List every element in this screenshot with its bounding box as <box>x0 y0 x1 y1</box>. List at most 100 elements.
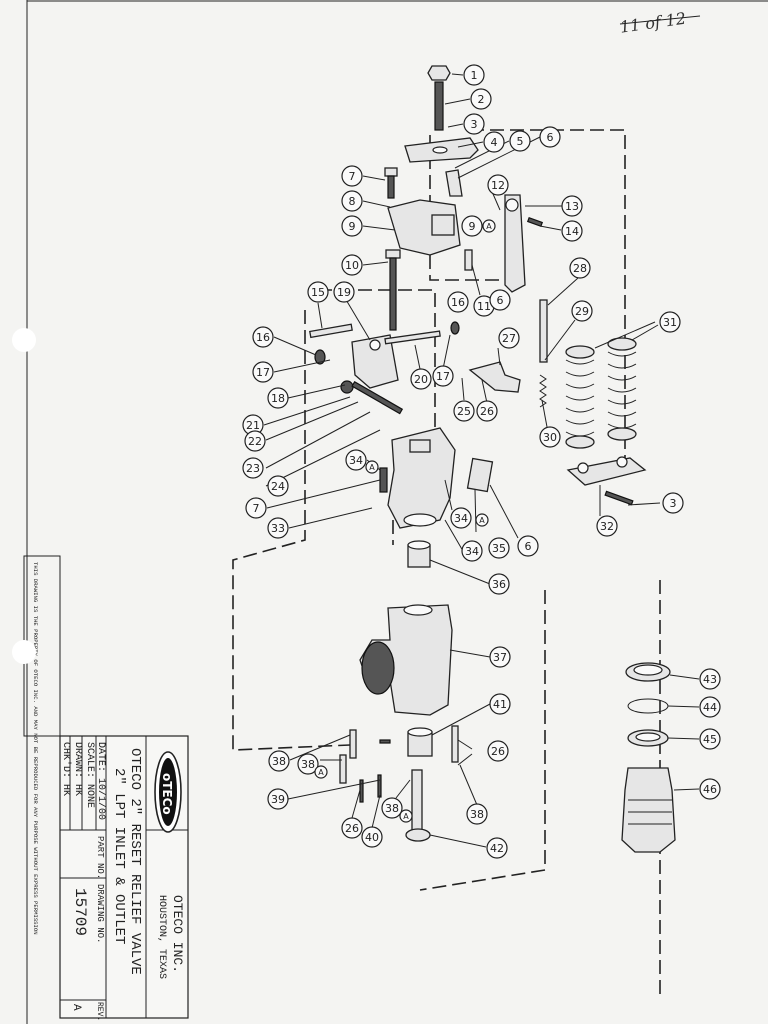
scale-field: SCALE: NONE <box>84 742 95 808</box>
callout-7b: 7 <box>245 497 267 519</box>
callout-label: 13 <box>565 200 579 213</box>
punch-hole <box>12 328 36 352</box>
callout-label: 11 <box>477 300 491 313</box>
callout-29: 29 <box>571 300 593 322</box>
callout-35: 35 <box>488 537 510 559</box>
callout-26c: 26 <box>341 817 363 839</box>
callout-label: 27 <box>502 332 516 345</box>
callout-label: 14 <box>565 225 579 238</box>
sub-marker-label: A <box>479 516 485 525</box>
drawing-number: 15709 <box>71 888 89 936</box>
callout-38a: 38 <box>268 750 290 772</box>
stem-21-24 <box>340 380 404 415</box>
callout-17a: 17 <box>252 361 274 383</box>
callout-27: 27 <box>498 327 520 349</box>
callout-label: 6 <box>547 131 554 144</box>
callout-label: 16 <box>256 331 270 344</box>
callout-6c: 6 <box>517 535 539 557</box>
callout-label: 24 <box>271 480 285 493</box>
callout-8: 8 <box>341 190 363 212</box>
callout-44: 44 <box>699 696 721 718</box>
title-block: oTECo OTECO INC. HOUSTON, TEXAS OTECO 2"… <box>59 735 189 1021</box>
callout-label: 33 <box>271 522 285 535</box>
callout-label: 3 <box>471 118 478 131</box>
callout-3a: 3 <box>463 113 485 135</box>
callout-16b: 16 <box>447 291 469 313</box>
callout-34c: 34 <box>461 540 483 562</box>
callout-2: 2 <box>470 88 492 110</box>
callout-20: 20 <box>410 368 432 390</box>
callout-28: 28 <box>569 257 591 279</box>
link-pins-38 <box>339 725 459 784</box>
callout-1: 1 <box>463 64 485 86</box>
pin-42 <box>405 769 431 842</box>
callout-label: 42 <box>490 842 504 855</box>
callout-5: 5 <box>509 130 531 152</box>
callout-38c: 38 <box>381 797 403 819</box>
callout-label: 38 <box>272 755 286 768</box>
callout-9b: 9 <box>461 215 483 237</box>
callout-label: 34 <box>454 512 468 525</box>
rev-label: REV. <box>95 1002 104 1021</box>
pin-20 <box>384 330 441 345</box>
drawing-title-line2: 2" LPT INLET & OUTLET <box>111 768 127 944</box>
sub-marker-34b: A <box>475 513 489 527</box>
callout-label: 7 <box>253 502 260 515</box>
callout-label: 25 <box>457 405 471 418</box>
valve-body-37 <box>359 604 453 716</box>
callout-10: 10 <box>341 254 363 276</box>
callout-34a: 34 <box>345 449 367 471</box>
drawing-no-label: DRAWING NO. <box>95 884 105 943</box>
latch-plate-6a <box>445 169 463 197</box>
valve-housing-34 <box>387 427 456 529</box>
yoke-cap <box>404 137 479 163</box>
callout-18: 18 <box>267 387 289 409</box>
seat-45 <box>627 729 669 747</box>
company-name: OTECO INC. <box>170 895 185 973</box>
lever-arm-13 <box>504 194 526 293</box>
callout-label: 17 <box>256 366 270 379</box>
svg-text:oTECo: oTECo <box>160 773 174 815</box>
callout-label: 40 <box>365 831 379 844</box>
callout-label: 1 <box>471 69 478 82</box>
callout-label: 34 <box>465 545 479 558</box>
callout-label: 46 <box>703 783 717 796</box>
callout-label: 16 <box>451 296 465 309</box>
callout-label: 4 <box>491 136 498 149</box>
callout-label: 38 <box>470 808 484 821</box>
callout-9a: 9 <box>341 215 363 237</box>
callout-3b: 3 <box>662 492 684 514</box>
callout-label: 22 <box>248 435 262 448</box>
callout-label: 29 <box>575 305 589 318</box>
callout-label: 32 <box>600 520 614 533</box>
callout-31: 31 <box>659 311 681 333</box>
callout-label: 15 <box>311 286 325 299</box>
callout-label: 18 <box>271 392 285 405</box>
callout-label: 31 <box>663 316 677 329</box>
callout-45: 45 <box>699 728 721 750</box>
callout-label: 26 <box>345 822 359 835</box>
callout-label: 44 <box>703 701 717 714</box>
property-note: THIS DRAWING IS THE PROPERTY OF OTECO IN… <box>32 562 39 935</box>
sub-marker-label: A <box>403 812 409 821</box>
callout-14: 14 <box>561 220 583 242</box>
callout-13: 13 <box>561 195 583 217</box>
callout-label: 10 <box>345 259 359 272</box>
rod-28 <box>539 299 548 363</box>
callout-33: 33 <box>267 517 289 539</box>
callout-label: 28 <box>573 262 587 275</box>
callout-22: 22 <box>244 430 266 452</box>
callout-46: 46 <box>699 778 721 800</box>
callout-19: 19 <box>333 281 355 303</box>
callout-36: 36 <box>488 573 510 595</box>
punch-hole <box>12 640 36 664</box>
callout-26a: 26 <box>476 400 498 422</box>
trigger-block-19 <box>351 334 399 389</box>
main-spring-31b <box>607 337 637 441</box>
plate-35 <box>466 457 494 493</box>
callout-label: 41 <box>493 698 507 711</box>
cotter-pins-26-40 <box>359 739 391 803</box>
callout-label: 6 <box>497 294 504 307</box>
